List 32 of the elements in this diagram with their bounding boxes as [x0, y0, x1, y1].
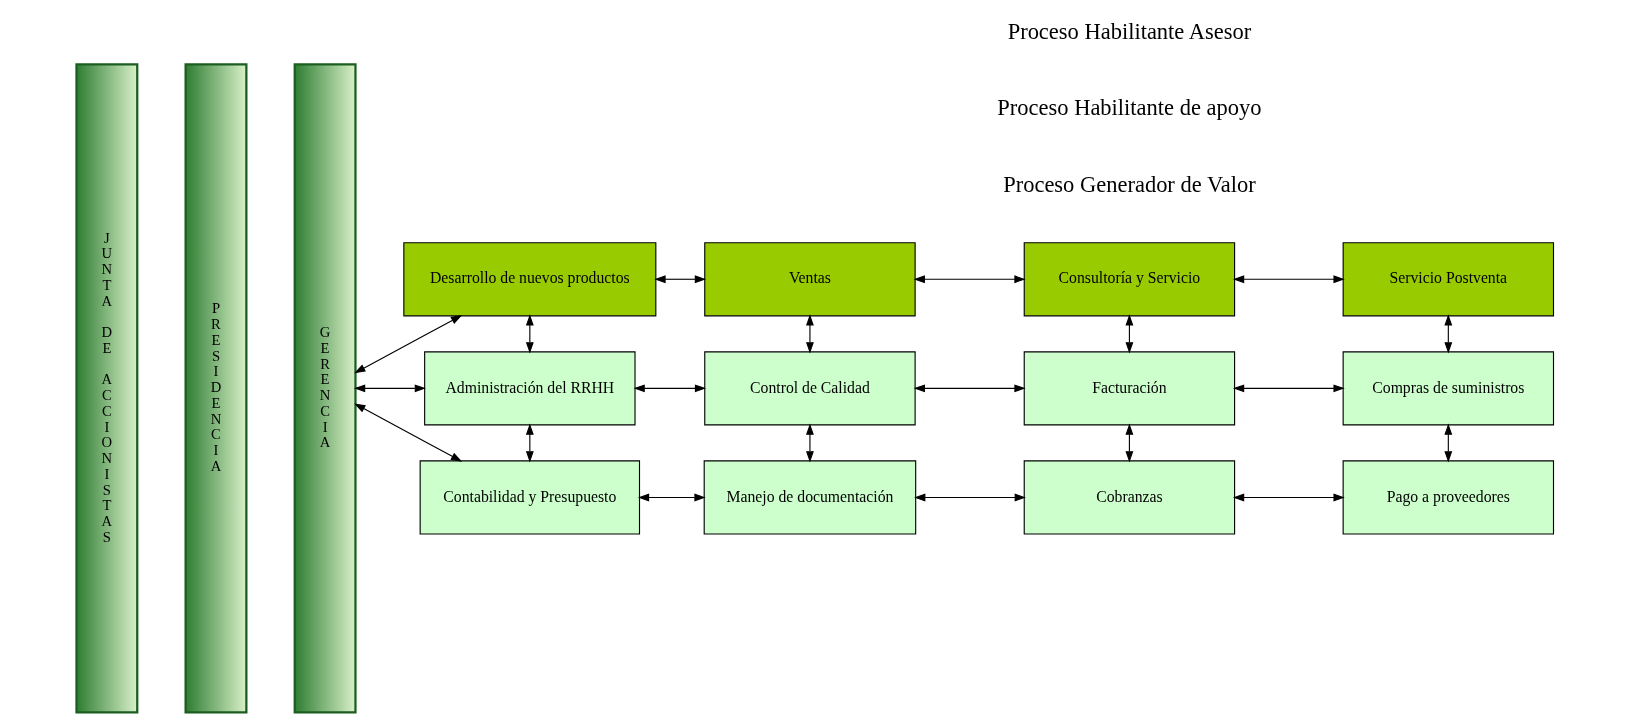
label: Proceso Habilitante Asesor	[1007, 18, 1252, 44]
arrow	[353, 384, 426, 393]
arrow	[633, 384, 707, 393]
arrow	[913, 275, 1026, 284]
node-box: Compras de suministros	[1342, 351, 1555, 426]
arrow	[354, 403, 463, 462]
arrow	[637, 493, 706, 502]
arrow	[354, 315, 463, 374]
node-box: Servicio Postventa	[1342, 242, 1555, 317]
node-box: JUNTA DE ACCIONISTAS	[75, 63, 139, 714]
node-box: Facturación	[1023, 351, 1236, 426]
arrow	[1232, 493, 1345, 502]
node-box: Pago a proveedores	[1342, 460, 1555, 535]
node-box: Consultoría y Servicio	[1023, 242, 1236, 317]
node-box: Cobranzas	[1023, 460, 1236, 535]
label: Proceso Habilitante de apoyo	[997, 95, 1262, 121]
arrow	[1232, 275, 1345, 284]
node-box: Manejo de documentación	[703, 460, 917, 535]
node-box: Contabilidad y Presupuesto	[419, 460, 641, 535]
arrow	[913, 384, 1026, 393]
arrow	[806, 314, 814, 354]
node-box: GERENCIA	[293, 63, 357, 714]
arrow	[1232, 384, 1345, 393]
arrow	[806, 423, 814, 463]
node-box: Ventas	[704, 242, 916, 317]
arrow	[914, 493, 1026, 502]
node-box: Desarrollo de nuevos productos	[403, 242, 657, 317]
label: Proceso Generador de Valor	[1003, 171, 1256, 197]
arrow	[654, 275, 707, 284]
node-box: PRESIDENCIA	[184, 63, 248, 714]
node-box: Control de Calidad	[704, 351, 916, 426]
node-box: Administración del RRHH	[424, 351, 636, 426]
